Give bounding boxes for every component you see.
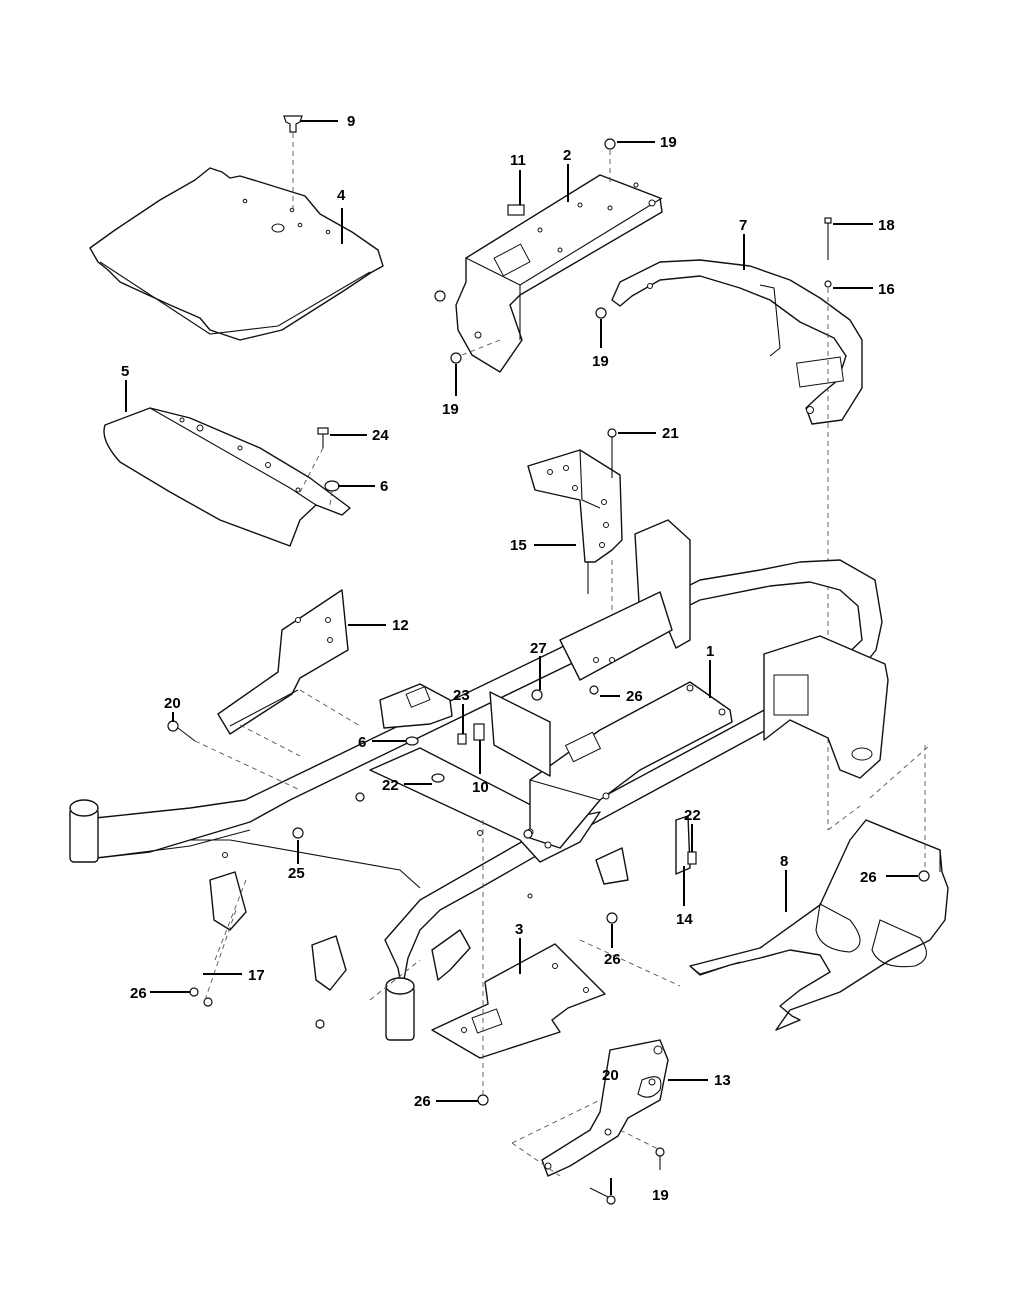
callout-3: 3 — [515, 921, 523, 938]
nut-19-b — [450, 339, 501, 364]
bolt-24 — [299, 427, 329, 493]
bumper-6b — [405, 736, 419, 746]
nut-26-right — [918, 870, 930, 882]
callout-12: 12 — [392, 617, 409, 634]
main-frame-part — [69, 519, 889, 1041]
callout-2: 2 — [563, 147, 571, 164]
clip-11 — [507, 204, 525, 216]
bolt-18 — [824, 217, 832, 260]
callout-13: 13 — [714, 1072, 731, 1089]
callout-6a: 6 — [380, 478, 388, 495]
assembly-lines — [204, 744, 931, 1177]
callout-26e: 26 — [414, 1093, 431, 1110]
control-panel-part — [455, 174, 663, 373]
callout-26c: 26 — [604, 951, 621, 968]
nut-19-d — [655, 1147, 665, 1170]
callout-24: 24 — [372, 427, 389, 444]
callout-27: 27 — [530, 640, 547, 657]
callout-16: 16 — [878, 281, 895, 298]
callout-20a: 20 — [164, 695, 181, 712]
callout-26a: 26 — [626, 688, 643, 705]
nut-19-c — [595, 307, 607, 319]
callout-9: 9 — [347, 113, 355, 130]
bracket-22-right — [687, 851, 697, 865]
callout-leaders — [125, 120, 918, 1195]
callout-14: 14 — [676, 911, 693, 928]
callout-23: 23 — [453, 687, 470, 704]
bracket-22-left — [431, 773, 445, 783]
nut-26-mid — [606, 912, 618, 924]
callout-19b: 19 — [592, 353, 609, 370]
callout-19c: 19 — [442, 401, 459, 418]
callout-4: 4 — [337, 187, 346, 204]
callout-5: 5 — [121, 363, 129, 380]
callout-17: 17 — [248, 967, 265, 984]
callout-8: 8 — [780, 853, 788, 870]
knob-fastener-part — [283, 115, 303, 210]
nut-26-left — [189, 987, 213, 1007]
rear-bar-part — [611, 259, 863, 425]
side-plate-part — [217, 589, 361, 757]
callout-19d: 19 — [652, 1187, 669, 1204]
nut-26-top — [589, 685, 599, 695]
clip-23 — [457, 733, 467, 745]
callout-20b: 20 — [602, 1067, 619, 1084]
nut-19-a — [604, 138, 616, 182]
callout-11: 11 — [510, 152, 526, 169]
callout-labels: 1 2 3 4 5 6 6 7 8 9 10 11 12 13 14 15 16… — [121, 113, 895, 1204]
callout-10: 10 — [472, 779, 489, 796]
nut-27 — [531, 689, 543, 701]
callout-15: 15 — [510, 537, 527, 554]
bolt-20-upper — [167, 720, 301, 791]
bracket-10 — [473, 723, 485, 741]
callout-26d: 26 — [130, 985, 147, 1002]
lower-side-plate-part — [541, 1039, 669, 1177]
nut-2-left — [434, 290, 446, 302]
callout-22a: 22 — [382, 777, 399, 794]
callout-25: 25 — [288, 865, 305, 882]
callout-7: 7 — [739, 217, 747, 234]
callout-6b: 6 — [358, 734, 366, 751]
callout-26b: 26 — [860, 869, 877, 886]
nut-misc — [315, 792, 533, 1029]
callout-19a: 19 — [660, 134, 677, 151]
seat-bracket-part — [527, 449, 623, 594]
callout-22b: 22 — [684, 807, 701, 824]
seat-pan-part — [103, 407, 351, 547]
callout-18: 18 — [878, 217, 895, 234]
bottom-plate-part — [431, 943, 606, 1059]
rear-shield-part — [689, 819, 949, 1031]
callout-1: 1 — [706, 643, 714, 660]
floor-plate-part — [89, 167, 384, 341]
callout-21: 21 — [662, 425, 679, 442]
bolt-20-lower — [589, 1187, 616, 1205]
nut-25 — [292, 827, 304, 839]
